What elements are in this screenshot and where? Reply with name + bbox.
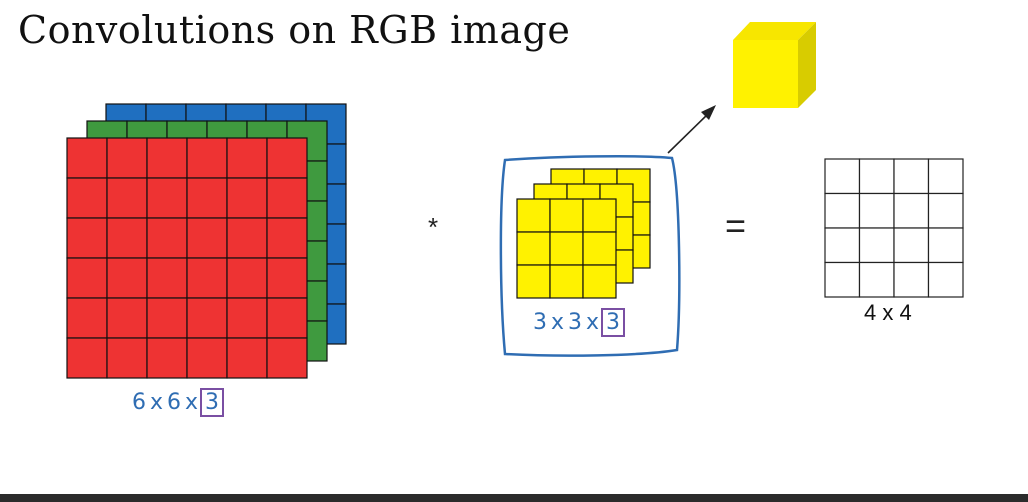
red-channel-grid-cell (146, 297, 188, 339)
red-channel-grid-cell (226, 217, 268, 259)
filter-layer-1-cell (549, 231, 584, 266)
output-grid-cells-cell (824, 192, 861, 229)
filter-layer-1-cell (549, 198, 584, 233)
red-channel-grid-cell (266, 137, 308, 179)
red-channel-grid-cell (106, 337, 148, 379)
output-grid-cells-cell (858, 227, 895, 264)
arrow-head (701, 105, 716, 120)
output-grid-cells-cell (893, 192, 930, 229)
red-channel-grid-cell (226, 257, 268, 299)
red-channel-grid-cell (186, 337, 228, 379)
output-grid-cells-cell (893, 227, 930, 264)
red-channel-grid-cell (66, 137, 108, 179)
output-grid-cells-cell (893, 158, 930, 195)
bottom-bar (0, 494, 1028, 502)
cube-top-face (733, 22, 816, 40)
red-channel-grid-cell (146, 257, 188, 299)
input-volume (66, 103, 347, 379)
output-grid-cells-cell (824, 227, 861, 264)
filter-layer-1-cell (516, 231, 551, 266)
arrow-line (667, 111, 711, 154)
red-channel-grid-cell (266, 217, 308, 259)
red-channel-grid-cell (266, 257, 308, 299)
cube-icon (733, 22, 816, 108)
red-channel-grid-cell (186, 137, 228, 179)
output-grid-cells-cell (927, 261, 964, 298)
input-channel-count: 3 (200, 388, 225, 417)
red-channel-grid-cell (226, 337, 268, 379)
red-channel-grid-cell (186, 177, 228, 219)
red-channel-grid-cell (226, 177, 268, 219)
red-channel-grid-cell (106, 257, 148, 299)
red-channel-grid-cell (146, 137, 188, 179)
red-channel-grid-cell (66, 217, 108, 259)
red-channel-grid-cell (226, 137, 268, 179)
page-title: Convolutions on RGB image (18, 8, 571, 52)
red-channel-grid-cell (146, 177, 188, 219)
convolution-operator: * (428, 212, 439, 242)
red-channel-grid-cell (146, 217, 188, 259)
output-grid-cells-cell (927, 158, 964, 195)
filter-layer-1-cell (582, 231, 617, 266)
output-grid-cells (824, 158, 964, 298)
red-channel-grid-cell (266, 177, 308, 219)
red-channel-grid (66, 137, 308, 379)
output-dimension-label: 4 x 4 (864, 300, 912, 325)
cube-front-face (733, 40, 798, 108)
filter-layer-1-cell (582, 198, 617, 233)
red-channel-grid-cell (186, 257, 228, 299)
red-channel-grid-cell (226, 297, 268, 339)
cube-side-face (798, 22, 816, 108)
red-channel-grid-cell (266, 297, 308, 339)
output-grid-cells-cell (893, 261, 930, 298)
red-channel-grid-cell (106, 297, 148, 339)
output-grid-cells-cell (927, 192, 964, 229)
filter-layer-1-cell (516, 198, 551, 233)
red-channel-grid-cell (186, 217, 228, 259)
red-channel-grid-cell (106, 217, 148, 259)
output-grid-cells-cell (824, 261, 861, 298)
filter-layer-1-cell (516, 264, 551, 299)
filter-layer-1-cell (549, 264, 584, 299)
input-dimension-prefix: 6x6x (132, 390, 203, 415)
red-channel-grid-cell (266, 337, 308, 379)
equals-operator: = (725, 205, 747, 246)
red-channel-grid-cell (66, 177, 108, 219)
red-channel-grid-cell (186, 297, 228, 339)
filter-layer-1-cell (582, 264, 617, 299)
red-channel-grid-cell (106, 137, 148, 179)
output-grid-cells-cell (824, 158, 861, 195)
filter-channel-count: 3 (601, 308, 626, 337)
output-grid-cells-cell (858, 158, 895, 195)
red-channel-grid-cell (106, 177, 148, 219)
filter-dimension-prefix: 3x3x (533, 310, 604, 335)
red-channel-grid-cell (66, 337, 108, 379)
filter-volume (516, 168, 651, 299)
output-grid-cells-cell (858, 261, 895, 298)
red-channel-grid-cell (66, 297, 108, 339)
red-channel-grid-cell (66, 257, 108, 299)
output-grid-cells-cell (858, 192, 895, 229)
filter-layer-1 (516, 198, 617, 299)
output-grid-cells-cell (927, 227, 964, 264)
red-channel-grid-cell (146, 337, 188, 379)
output-grid (824, 158, 964, 298)
filter-highlight-outline (499, 155, 681, 357)
